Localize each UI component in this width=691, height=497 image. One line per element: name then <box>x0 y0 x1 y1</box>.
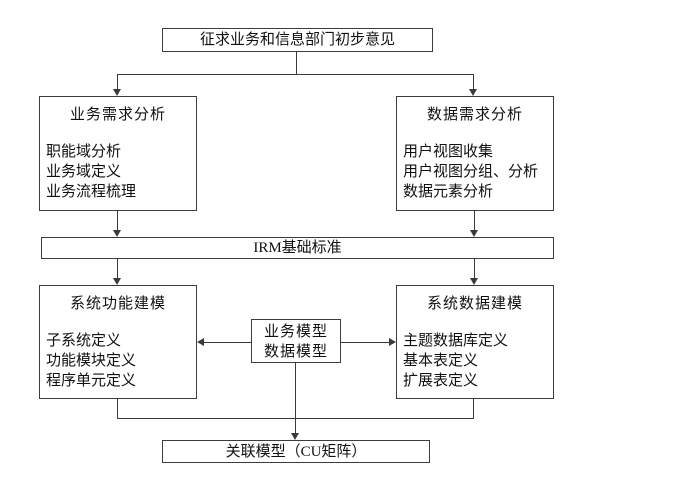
data-requirement-analysis-title: 数据需求分析 <box>426 107 523 123</box>
association-model-label: 关联模型（CU矩阵） <box>225 443 367 460</box>
list-item: 用户视图收集 <box>403 144 494 160</box>
solicit-opinions-label: 征求业务和信息部门初步意见 <box>199 32 395 48</box>
connector-business-to-irm <box>117 211 118 231</box>
business-requirement-analysis-box: 业务需求分析 职能域分析 业务域定义 业务流程梳理 <box>39 96 197 211</box>
list-item: 数据元素分析 <box>403 184 494 200</box>
list-item: 主题数据库定义 <box>403 333 509 349</box>
arrowhead-into-irm-right <box>470 230 478 237</box>
list-item: 业务域定义 <box>46 164 122 180</box>
connector-irm-to-data-modeling <box>474 259 475 279</box>
connector-irm-to-function-modeling <box>117 259 118 279</box>
connector-function-modeling-down <box>117 399 118 419</box>
business-requirement-analysis-items: 职能域分析 业务域定义 业务流程梳理 <box>40 142 196 202</box>
business-data-model-box: 业务模型 数据模型 <box>251 319 341 363</box>
list-item: 扩展表定义 <box>403 373 479 389</box>
system-function-modeling-items: 子系统定义 功能模块定义 程序单元定义 <box>40 331 196 391</box>
connector-to-business-analysis <box>117 74 118 90</box>
arrowhead-into-data-modeling <box>470 278 478 285</box>
data-model-label: 数据模型 <box>263 344 328 360</box>
arrowhead-into-function-modeling <box>113 278 121 285</box>
system-data-modeling-title: 系统数据建模 <box>426 296 523 312</box>
system-data-modeling-box: 系统数据建模 主题数据库定义 基本表定义 扩展表定义 <box>396 285 554 399</box>
arrowhead-into-data-analysis <box>469 89 477 96</box>
data-requirement-analysis-items: 用户视图收集 用户视图分组、分析 数据元素分析 <box>397 142 553 202</box>
irm-basic-standards-label: IRM基础标准 <box>253 240 342 256</box>
connector-data-to-irm <box>474 211 475 231</box>
connector-model-to-function <box>204 342 251 343</box>
irm-basic-standards-bar: IRM基础标准 <box>41 237 554 259</box>
connector-model-to-association <box>295 363 296 434</box>
solicit-opinions-box: 征求业务和信息部门初步意见 <box>162 28 433 52</box>
connector-top-stem <box>296 52 297 74</box>
list-item: 业务流程梳理 <box>46 184 137 200</box>
arrowhead-into-business-analysis <box>113 89 121 96</box>
list-item: 用户视图分组、分析 <box>403 164 539 180</box>
list-item: 功能模块定义 <box>46 353 137 369</box>
connector-data-modeling-down <box>473 399 474 419</box>
association-model-box: 关联模型（CU矩阵） <box>162 440 430 463</box>
arrowhead-into-irm-left <box>113 230 121 237</box>
arrowhead-into-function-side <box>197 338 204 346</box>
system-function-modeling-box: 系统功能建模 子系统定义 功能模块定义 程序单元定义 <box>39 285 197 399</box>
list-item: 职能域分析 <box>46 144 122 160</box>
system-data-modeling-items: 主题数据库定义 基本表定义 扩展表定义 <box>397 331 553 391</box>
list-item: 子系统定义 <box>46 333 122 349</box>
system-function-modeling-title: 系统功能建模 <box>69 296 166 312</box>
list-item: 程序单元定义 <box>46 373 137 389</box>
business-requirement-analysis-title: 业务需求分析 <box>69 107 166 123</box>
connector-to-data-analysis <box>473 74 474 90</box>
connector-model-to-data <box>341 342 389 343</box>
list-item: 基本表定义 <box>403 353 479 369</box>
data-requirement-analysis-box: 数据需求分析 用户视图收集 用户视图分组、分析 数据元素分析 <box>396 96 554 211</box>
arrowhead-into-association-model <box>291 433 299 440</box>
business-model-label: 业务模型 <box>263 324 328 340</box>
arrowhead-into-data-side <box>389 338 396 346</box>
connector-top-branch <box>117 74 474 75</box>
